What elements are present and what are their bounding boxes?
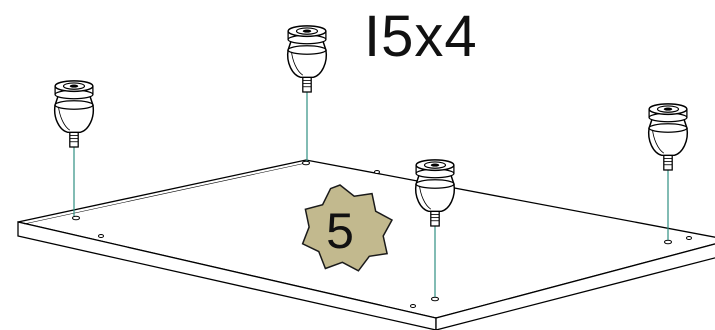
hole [431,296,439,302]
hole [374,170,380,174]
leveling-foot [647,103,689,171]
leveling-foot [286,25,328,93]
badge-star-icon [301,184,394,272]
hole [664,239,672,245]
leveling-foot [53,80,95,148]
hole [410,304,416,308]
hole [72,215,80,221]
step-number: 5 [326,203,354,259]
hole [98,234,104,238]
part-quantity-label: I5x4 [364,4,478,69]
hole [686,236,692,240]
guide-lines [73,92,669,297]
step-badge: 5 [301,184,394,272]
hole [302,160,310,166]
